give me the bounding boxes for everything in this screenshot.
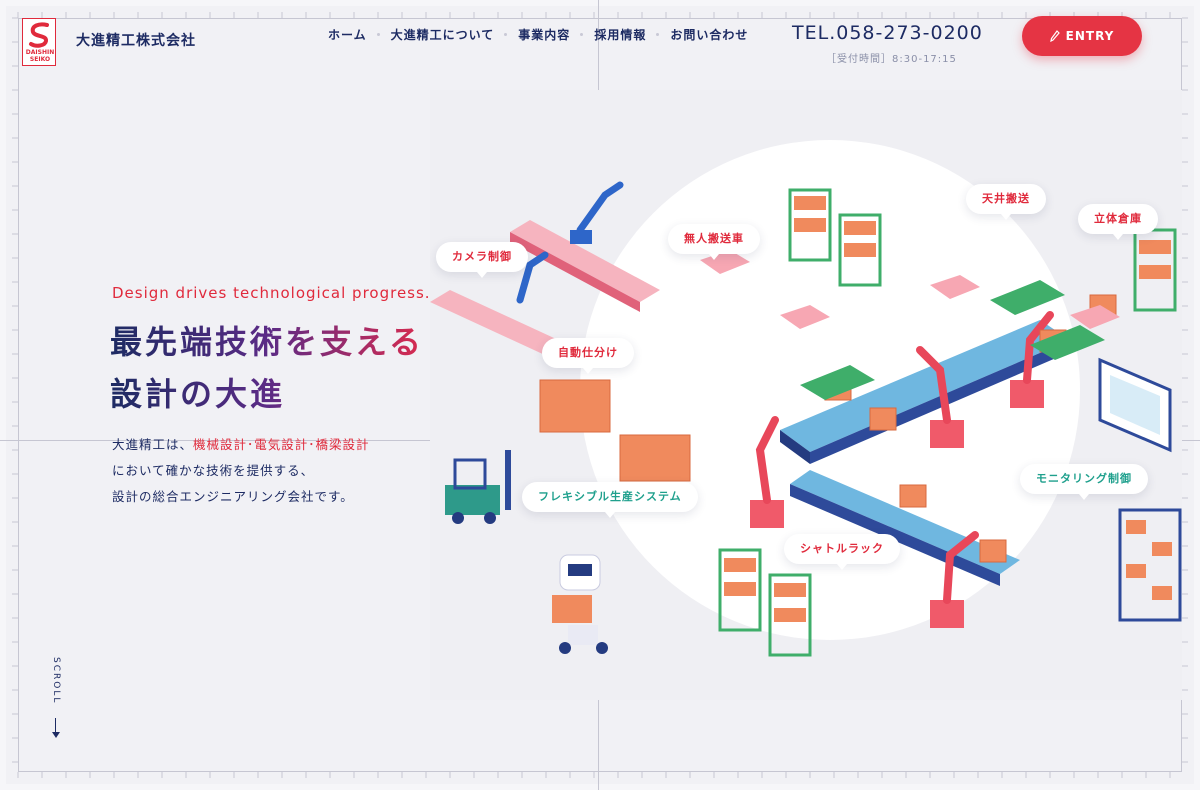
hero-intro: 大進精工は、機械設計･電気設計･橋梁設計 において確かな技術を提供する、 設計の…	[112, 432, 370, 510]
isometric-factory-scene	[430, 140, 1182, 657]
shuttle-rack-right	[1118, 508, 1182, 622]
phone-number[interactable]: TEL.058-273-0200	[792, 22, 983, 44]
monitoring-screen	[1098, 357, 1172, 453]
hero-headline: 最先端技術を支える 設計の大進	[110, 316, 424, 420]
pencil-icon	[1049, 30, 1060, 42]
main-conveyor	[780, 320, 1070, 464]
label-flexible-production[interactable]: フレキシブル生産システム	[522, 482, 698, 518]
pink-conveyor	[430, 220, 660, 362]
label-camera-control[interactable]: カメラ制御	[436, 242, 528, 278]
label-agv[interactable]: 無人搬送車	[668, 224, 760, 260]
scroll-indicator[interactable]: SCROLL	[46, 657, 66, 740]
nav-item-business[interactable]: 事業内容	[504, 26, 582, 43]
service-robot	[552, 554, 608, 654]
intro-line-3: 設計の総合エンジニアリング会社です。	[112, 489, 354, 504]
nav-item-about[interactable]: 大進精工について	[376, 26, 507, 43]
green-platforms	[800, 280, 1105, 400]
scroll-label: SCROLL	[51, 657, 61, 705]
main-nav: ホーム 大進精工について 事業内容 採用情報 お問い合わせ	[316, 26, 760, 43]
robot-arm-3	[1010, 311, 1054, 408]
entry-button-label: ENTRY	[1065, 29, 1115, 43]
intro-line-1a: 大進精工は、	[112, 437, 194, 452]
intro-line-2: において確かな技術を提供する、	[112, 463, 315, 478]
robot-arm-4	[930, 531, 979, 628]
intro-line-1-highlight: 機械設計･電気設計･橋梁設計	[193, 437, 370, 452]
factory-illustration: カメラ制御 無人搬送車 天井搬送 立体倉庫 自動仕分け フレキシブル生産システム…	[430, 90, 1182, 700]
headline-line-2: 設計の大進	[110, 375, 286, 413]
storage-racks	[718, 188, 1177, 657]
nav-item-contact[interactable]: お問い合わせ	[656, 26, 760, 43]
label-automated-warehouse[interactable]: 立体倉庫	[1078, 204, 1158, 240]
entry-button[interactable]: ENTRY	[1022, 16, 1142, 56]
headline-line-1: 最先端技術を支える	[110, 323, 425, 361]
scroll-line	[55, 718, 56, 736]
logo-text: DAISHIN SEIKO	[25, 49, 55, 63]
reception-hours: ［受付時間］8:30-17:15	[826, 54, 957, 65]
logo-s-icon	[29, 22, 49, 48]
hero-tagline: Design drives technological progress.	[112, 284, 431, 302]
label-ceiling-transport[interactable]: 天井搬送	[966, 184, 1046, 220]
label-monitoring-control[interactable]: モニタリング制御	[1020, 464, 1148, 500]
robot-arm-2	[916, 346, 964, 448]
company-name[interactable]: 大進精工株式会社	[76, 33, 196, 49]
rack-boxes	[724, 196, 1171, 622]
nav-item-recruit[interactable]: 採用情報	[580, 26, 658, 43]
label-shuttle-rack[interactable]: シャトルラック	[784, 534, 900, 570]
robot-arm-blue	[516, 181, 624, 304]
arrow-down-icon	[52, 732, 60, 738]
robot-arm-1	[750, 416, 784, 528]
label-auto-sorting[interactable]: 自動仕分け	[542, 338, 634, 374]
nav-item-home[interactable]: ホーム	[328, 28, 367, 42]
forklift	[445, 450, 511, 524]
company-logo[interactable]: DAISHIN SEIKO	[22, 18, 56, 66]
